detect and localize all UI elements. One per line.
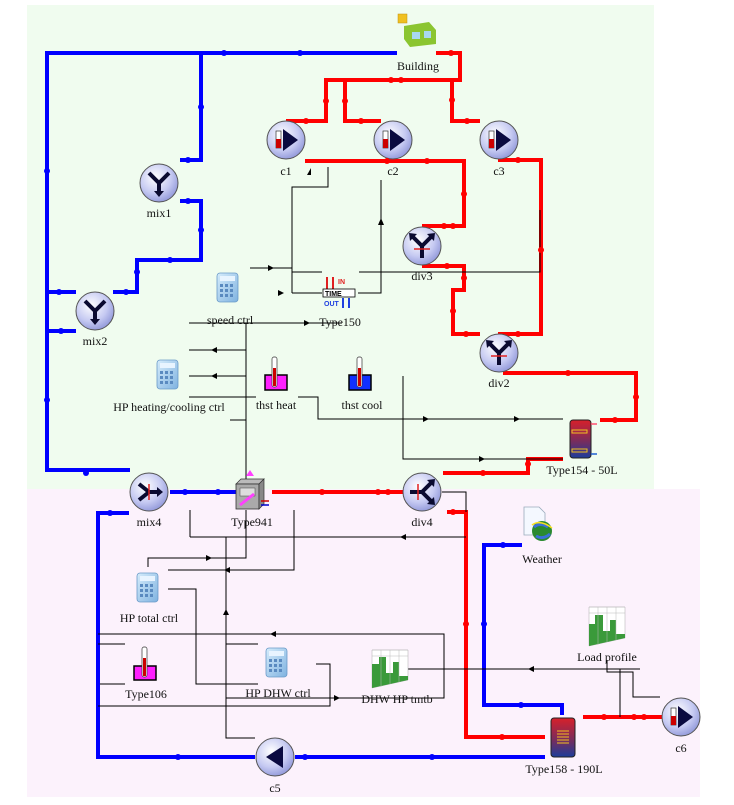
load-profile-component[interactable]: Load profile [577,606,637,664]
mixer-mix4[interactable]: mix4 [129,472,169,529]
c3-label: c3 [493,164,504,178]
type158-label: Type158 - 190L [525,762,602,776]
load-profile-label: Load profile [577,650,637,664]
c5-label: c5 [269,781,280,795]
storage-tank-icon [569,419,597,459]
div3-label: div3 [411,269,432,283]
weather-component[interactable]: Weather [522,506,562,566]
calculator-icon [156,359,179,390]
storage-tank-icon [550,717,576,758]
thermostat-icon [348,356,372,391]
type941-label: Type941 [231,515,273,529]
mix4-label: mix4 [137,515,162,529]
diverter-div3[interactable]: div3 [402,226,442,283]
c1-label: c1 [280,164,291,178]
type154-label: Type154 - 50L [546,463,617,477]
type150-label: Type150 [319,315,361,329]
thst-cool-component[interactable]: thst cool [342,356,384,412]
c6-label: c6 [675,741,686,755]
building-component[interactable]: Building [397,13,439,73]
pipe-flow-dots [44,50,647,760]
type150-component[interactable]: IN TIME OUT Type150 [319,277,361,329]
hp-total-ctrl-component[interactable]: HP total ctrl [120,572,179,625]
region-building-loop [27,5,654,489]
hp-heating-cooling-ctrl-label: HP heating/cooling ctrl [113,400,225,414]
hp-heating-cooling-ctrl-component[interactable]: HP heating/cooling ctrl [113,359,225,414]
mix1-label: mix1 [147,206,172,220]
time-delay-icon: IN TIME OUT [322,277,356,308]
dhw-hp-tmtb-label: DHW HP tmtb [361,692,432,706]
type150-out-text: OUT [324,301,340,308]
div4-label: div4 [411,515,432,529]
weather-icon [523,506,553,541]
calculator-icon [216,272,239,303]
thst-heat-component[interactable]: thst heat [256,356,297,412]
type154-component[interactable]: Type154 - 50L [546,419,618,477]
diverter-div4[interactable]: div4 [402,472,442,529]
pump-c2[interactable]: c2 [373,120,413,178]
mixer-mix1[interactable]: mix1 [139,163,179,220]
thst-heat-label: thst heat [256,398,297,412]
region-dhw-loop [27,489,700,797]
calculator-icon [265,647,288,678]
type150-time-text: TIME [325,291,342,298]
heat-pump-icon [235,470,269,510]
hp-dhw-ctrl-component[interactable]: HP DHW ctrl [245,647,311,700]
type158-component[interactable]: Type158 - 190L [525,717,603,776]
speed-ctrl-label: speed ctrl [207,313,254,327]
pump-c6[interactable]: c6 [661,697,701,755]
thermostat-icon [133,646,157,681]
diverter-div2[interactable]: div2 [479,333,519,390]
building-icon [397,13,436,47]
chart-table-icon [588,606,626,647]
pump-c1[interactable]: c1 [266,120,306,178]
type106-component[interactable]: Type106 [125,646,167,701]
mixer-mix2[interactable]: mix2 [75,291,115,348]
thst-cool-label: thst cool [342,398,384,412]
div2-label: div2 [488,376,509,390]
c2-label: c2 [387,164,398,178]
hp-dhw-ctrl-label: HP DHW ctrl [245,686,311,700]
calculator-icon [136,572,159,603]
building-label: Building [397,59,439,73]
weather-label: Weather [522,552,562,566]
dhw-hp-tmtb-component[interactable]: DHW HP tmtb [361,649,433,706]
hp-total-ctrl-label: HP total ctrl [120,611,179,625]
speed-ctrl-component[interactable]: speed ctrl [207,272,254,327]
type106-label: Type106 [125,687,167,701]
type150-in-text: IN [338,279,345,286]
flow-arrows [206,168,534,701]
mix2-label: mix2 [83,334,108,348]
pump-c3[interactable]: c3 [479,120,519,178]
type941-component[interactable]: Type941 [231,470,273,529]
pump-c5[interactable]: c5 [255,737,295,795]
chart-table-icon [371,649,409,689]
thermostat-icon [264,356,288,391]
